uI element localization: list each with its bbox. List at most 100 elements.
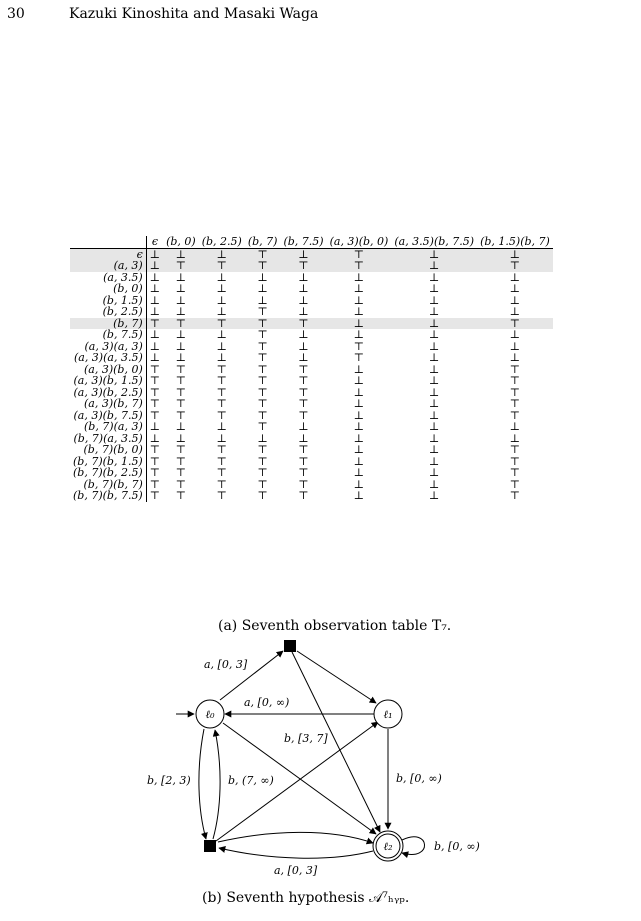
- table-cell: ⊤: [244, 317, 281, 329]
- table-cell: ⊤: [257, 420, 268, 433]
- table-cell: ⊤: [298, 454, 309, 468]
- table-cell: ⊤: [509, 385, 521, 399]
- row-label: (b, 7)(b, 2.5): [70, 467, 147, 479]
- table-cell: ⊥: [429, 339, 440, 353]
- row-label: (a, 3.5): [70, 271, 147, 283]
- table-cell: ⊥: [198, 248, 245, 260]
- table-cell: ⊥: [216, 351, 227, 364]
- table-row: ϵ⊥⊥⊥⊤⊥⊤⊥⊥: [70, 248, 553, 260]
- column-header: (b, 7.5): [280, 236, 327, 249]
- table-cell: ⊤: [163, 260, 199, 272]
- column-header: (a, 3.5)(b, 7.5): [391, 236, 478, 249]
- table-cell: ⊥: [175, 270, 187, 284]
- state-l0-circle: [195, 699, 225, 729]
- table-cell: ⊤: [298, 397, 309, 410]
- edge-label-l0-to-bottom: b, [2, 3): [147, 774, 191, 787]
- table-cell: ⊥: [429, 305, 440, 318]
- row-label: (b, 7)(a, 3.5): [70, 432, 147, 444]
- table-cell: ⊥: [429, 328, 440, 341]
- table-cell: ⊥: [175, 328, 187, 341]
- table-cell: ⊤: [257, 385, 268, 399]
- table-cell: ⊥: [149, 282, 161, 295]
- table-cell: ⊥: [149, 293, 161, 307]
- table-cell: ⊥: [509, 420, 521, 433]
- table-cell: ⊥: [509, 339, 521, 353]
- table-cell: ⊥: [175, 282, 187, 295]
- table-cell: ⊥: [353, 282, 365, 295]
- table-cell: ⊥: [149, 351, 161, 364]
- edge-l0-to-bottom: [198, 728, 208, 840]
- table-cell: ⊥: [353, 362, 365, 376]
- row-label: (a, 3)(b, 0): [70, 363, 147, 375]
- table-cell: ⊥: [391, 260, 478, 272]
- table-cell: ⊥: [429, 454, 440, 468]
- table-cell: ⊤: [509, 408, 521, 422]
- table-cell: ⊥: [429, 466, 440, 479]
- table-cell: ⊤: [257, 408, 268, 422]
- table-row: (b, 7)(b, 1.5)⊤⊤⊤⊤⊤⊥⊥⊤: [70, 454, 553, 468]
- table-cell: ⊤: [326, 248, 392, 260]
- table-row: (b, 7)(b, 2.5)⊤⊤⊤⊤⊤⊥⊥⊤: [70, 467, 553, 479]
- edge-bottom-to-l2: [217, 831, 374, 845]
- table-cell: ⊤: [149, 385, 161, 399]
- table-cell: ⊥: [509, 293, 521, 307]
- table-cell: ⊤: [298, 489, 309, 502]
- table-cell: ⊥: [429, 385, 440, 399]
- table-cell: ⊥: [257, 293, 268, 307]
- table-cell: ⊤: [257, 339, 268, 353]
- table-cell: ⊤: [353, 339, 365, 353]
- table-cell: ⊤: [149, 408, 161, 422]
- table-row: (b, 7)⊤⊤⊤⊤⊤⊥⊥⊤: [70, 317, 553, 329]
- state-l0-label: ℓ₀: [206, 708, 216, 721]
- table-cell: ⊤: [298, 477, 309, 491]
- table-cell: ⊥: [353, 489, 365, 502]
- table-cell: ⊤: [149, 443, 161, 456]
- table-row: (b, 7)(b, 0)⊤⊤⊤⊤⊤⊥⊥⊤: [70, 444, 553, 456]
- table-cell: ⊤: [257, 477, 268, 491]
- table-cell: ⊤: [198, 260, 245, 272]
- state-l2-outer-circle: [372, 830, 404, 862]
- table-cell: ⊤: [149, 454, 161, 468]
- table-cell: ⊥: [163, 248, 199, 260]
- edge-top-to-l1: [296, 650, 377, 704]
- table-cell: ⊤: [149, 466, 161, 479]
- table-cell: ⊤: [216, 489, 227, 502]
- table-cell: ⊥: [353, 374, 365, 387]
- table-cell: ⊥: [216, 305, 227, 318]
- table-row: (b, 7)(b, 7.5)⊤⊤⊤⊤⊤⊥⊥⊤: [70, 490, 553, 502]
- table-cell: ⊤: [216, 477, 227, 491]
- table-cell: ⊤: [149, 397, 161, 410]
- table-body: ϵ⊥⊥⊥⊤⊥⊤⊥⊥(a, 3)⊥⊤⊤⊤⊤⊤⊥⊤(a, 3.5)⊥⊥⊥⊥⊥⊥⊥⊥(…: [70, 248, 553, 502]
- column-header: (b, 7): [244, 236, 281, 249]
- table-row: (b, 7.5)⊥⊥⊥⊤⊥⊥⊥⊥: [70, 329, 553, 341]
- table-cell: ⊥: [391, 317, 478, 329]
- table-cell: ⊥: [149, 431, 161, 445]
- table-cell: ⊤: [216, 385, 227, 399]
- state-l1-circle: [373, 699, 403, 729]
- table-cell: ⊤: [257, 466, 268, 479]
- table-cell: ⊤: [216, 454, 227, 468]
- row-label: (a, 3)(b, 2.5): [70, 386, 147, 398]
- table-cell: ⊤: [175, 397, 187, 410]
- table-cell: ⊤: [257, 362, 268, 376]
- table-cell: ⊤: [280, 260, 327, 272]
- table-cell: ⊤: [509, 477, 521, 491]
- edge-label-l0-to-top: a, [0, 3]: [204, 658, 248, 671]
- table-cell: ⊥: [298, 305, 309, 318]
- table-cell: ⊥: [429, 293, 440, 307]
- table-cell: ⊥: [353, 431, 365, 445]
- table-cell: ⊥: [429, 431, 440, 445]
- table-cell: ⊤: [216, 466, 227, 479]
- table-cell: ⊤: [509, 443, 521, 456]
- column-header: ϵ: [146, 236, 164, 249]
- table-cell: ⊥: [391, 248, 478, 260]
- table-cell: ⊤: [175, 443, 187, 456]
- table-cell: ⊤: [509, 374, 521, 387]
- table-cell: ⊥: [149, 328, 161, 341]
- row-label: (b, 0): [70, 283, 147, 295]
- table-row: (b, 2.5)⊥⊥⊥⊤⊥⊥⊥⊥: [70, 306, 553, 318]
- row-label: (a, 3)(a, 3): [70, 340, 147, 352]
- row-label: (b, 2.5): [70, 306, 147, 318]
- table-cell: ⊤: [509, 466, 521, 479]
- table-cell: ⊥: [509, 270, 521, 284]
